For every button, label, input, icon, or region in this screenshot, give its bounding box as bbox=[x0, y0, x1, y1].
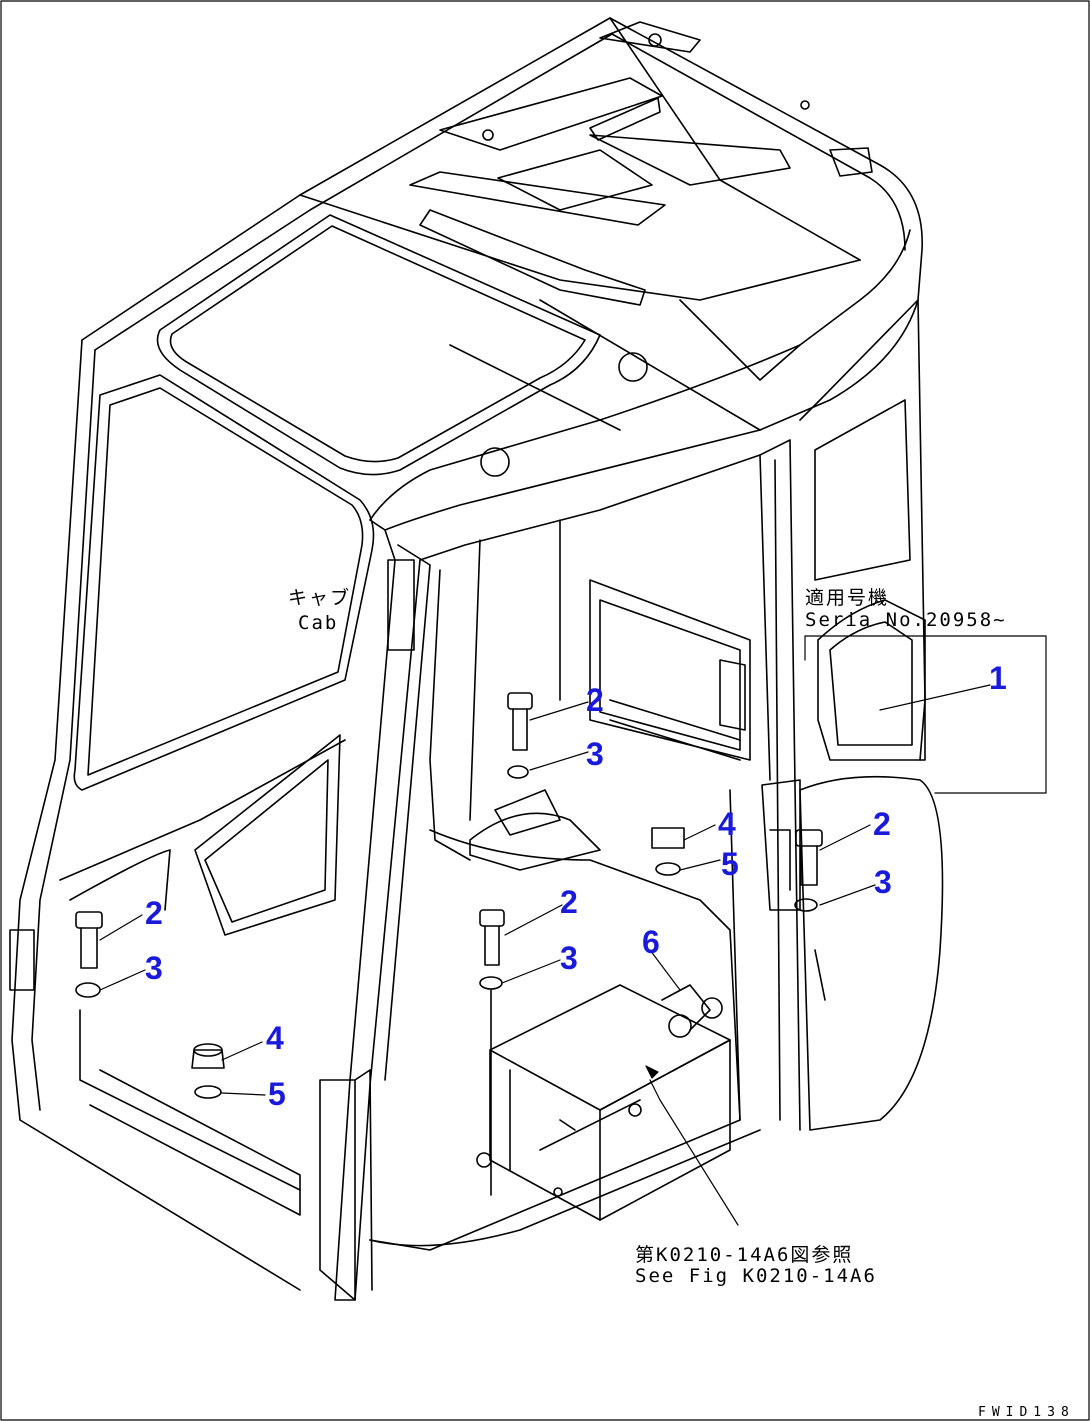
serial-label-jp: 適用号機 bbox=[805, 587, 890, 609]
washer bbox=[655, 862, 681, 876]
callout-3-right: 3 bbox=[874, 864, 892, 900]
callout-2-floor: 2 bbox=[560, 884, 578, 920]
callout-5-left: 5 bbox=[268, 1076, 286, 1112]
callout-2-left: 2 bbox=[145, 895, 163, 931]
cab-interior bbox=[369, 439, 801, 1251]
callout-2-right: 2 bbox=[873, 806, 891, 842]
hardware-parts bbox=[75, 692, 823, 1196]
callout-1: 1 bbox=[989, 660, 1007, 696]
cab-label-en: Cab bbox=[298, 612, 339, 634]
leader-lines bbox=[99, 684, 991, 1226]
bolt-shank bbox=[484, 925, 500, 966]
bolt-head bbox=[795, 829, 823, 847]
bolt-head bbox=[75, 911, 103, 929]
serial-bracket bbox=[804, 635, 1047, 794]
callout-3-left: 3 bbox=[145, 950, 163, 986]
callout-4-right: 4 bbox=[718, 806, 736, 842]
nut bbox=[191, 1049, 225, 1069]
washer bbox=[507, 765, 529, 779]
washer bbox=[194, 1085, 222, 1099]
bolt-shank bbox=[80, 927, 98, 969]
washer bbox=[479, 976, 503, 990]
callout-6: 6 bbox=[642, 924, 660, 960]
callout-2-rear-wall: 2 bbox=[586, 682, 604, 718]
cab-label-jp: キャブ bbox=[288, 587, 352, 609]
reference-label-jp: 第K0210-14A6図参照 bbox=[635, 1244, 854, 1266]
nut bbox=[651, 827, 685, 849]
figure-code: FWID138 bbox=[978, 1405, 1075, 1420]
callout-3-floor: 3 bbox=[560, 940, 578, 976]
cab-front-pillar bbox=[319, 529, 431, 1301]
bolt-shank bbox=[800, 845, 818, 886]
bolt-head bbox=[479, 909, 505, 927]
callout-5-right: 5 bbox=[721, 846, 739, 882]
cab-right-frame bbox=[761, 299, 944, 1131]
cab-roof bbox=[81, 17, 923, 531]
bolt-head bbox=[507, 692, 533, 710]
callout-4-left: 4 bbox=[266, 1020, 284, 1056]
washer bbox=[794, 898, 818, 912]
serial-label-en: Seria No.20958~ bbox=[805, 609, 1007, 631]
cab-left-frame bbox=[9, 339, 375, 1291]
reference-label-en: See Fig K0210-14A6 bbox=[635, 1265, 877, 1287]
washer bbox=[75, 982, 101, 998]
nut-top bbox=[193, 1043, 223, 1057]
callout-3-rear-wall: 3 bbox=[586, 736, 604, 772]
bolt-shank bbox=[512, 708, 528, 751]
part-6 bbox=[661, 984, 711, 1031]
